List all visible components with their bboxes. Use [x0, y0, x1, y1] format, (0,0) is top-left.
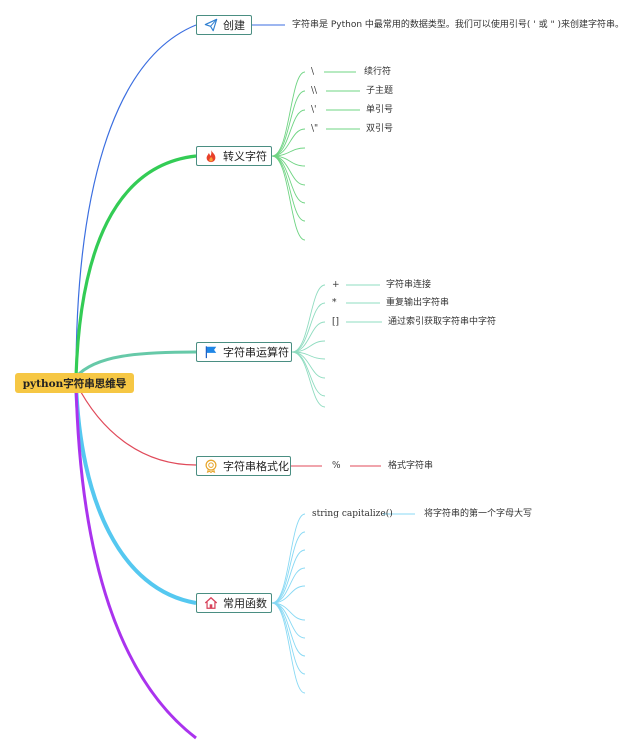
topic-create-label: 创建: [223, 19, 245, 32]
topic-format[interactable]: 字符串格式化: [196, 456, 291, 476]
topic-escape[interactable]: 转义字符: [196, 146, 272, 166]
escape-symbol: \\: [311, 86, 318, 96]
topic-functions[interactable]: 常用函数: [196, 593, 272, 613]
paper-plane-icon: [204, 18, 218, 32]
escape-meaning: 双引号: [366, 124, 394, 134]
branch-line-escape: [74, 154, 197, 378]
branch-line-format: [75, 382, 197, 466]
format-meaning: 格式字符串: [388, 461, 434, 471]
escape-symbol: \": [311, 124, 319, 134]
badge-icon: [205, 459, 217, 473]
topic-create[interactable]: 创建: [196, 15, 252, 35]
create-description: 字符串是 Python 中最常用的数据类型。我们可以使用引号( ' 或 " )来…: [292, 20, 624, 30]
topic-format-label: 字符串格式化: [223, 460, 289, 473]
topic-operators-label: 字符串运算符: [223, 346, 289, 359]
function-signature: string capitalize(): [312, 509, 393, 519]
topic-operators[interactable]: 字符串运算符: [196, 342, 292, 362]
home-icon: [204, 597, 218, 609]
escape-meaning: 子主题: [366, 86, 394, 96]
escape-symbol: \': [311, 105, 317, 115]
root-label: python字符串思维导: [22, 377, 127, 390]
root-node[interactable]: python字符串思维导: [15, 373, 134, 393]
operator-symbol: *: [332, 298, 337, 308]
operator-symbol: []: [332, 317, 340, 327]
branch-line-operators: [74, 350, 197, 379]
operators-fan: [291, 284, 382, 408]
operator-symbol: +: [332, 280, 340, 290]
escape-symbol: \: [311, 67, 315, 77]
escape-meaning: 单引号: [366, 105, 394, 115]
topic-escape-label: 转义字符: [223, 150, 267, 163]
branch-line-functions: [74, 382, 197, 605]
format-symbol: %: [332, 461, 341, 471]
fire-icon: [206, 149, 216, 163]
branch-line-extra: [74, 382, 197, 740]
operator-meaning: 通过索引获取字符串中字符: [388, 317, 497, 327]
escape-fan: [271, 71, 360, 241]
flag-icon: [205, 346, 217, 359]
functions-fan: [271, 513, 415, 694]
escape-meaning: 续行符: [364, 67, 392, 77]
operator-meaning: 字符串连接: [386, 280, 432, 290]
operator-meaning: 重复输出字符串: [386, 298, 450, 308]
topic-functions-label: 常用函数: [223, 597, 267, 610]
function-meaning: 将字符串的第一个字母大写: [424, 509, 533, 519]
branch-line-create: [75, 24, 197, 378]
